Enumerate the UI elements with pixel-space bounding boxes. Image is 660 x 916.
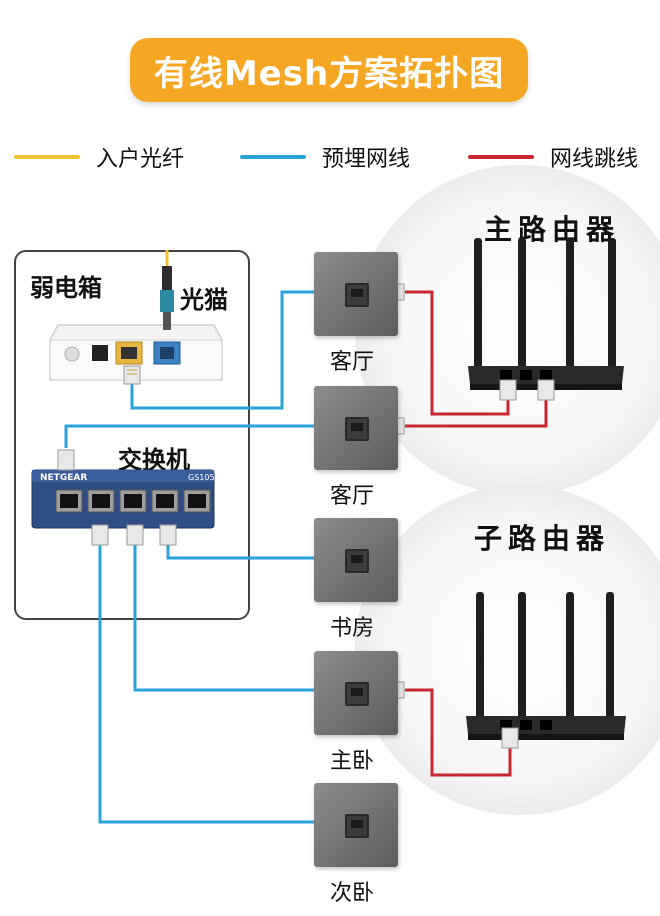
wall-panel-master-bedroom <box>314 651 398 735</box>
switch-brand-text: NETGEAR <box>40 473 87 483</box>
panel-label-study: 书房 <box>330 616 375 641</box>
patch-cables <box>405 290 548 777</box>
legend-patch-line <box>468 155 534 159</box>
legend-patch-label: 网线跳线 <box>550 147 639 172</box>
page-title: 有线Mesh方案拓扑图 <box>130 38 528 102</box>
cable-modem-livingroom1 <box>130 290 318 410</box>
panel-jack <box>345 283 369 307</box>
legend-patch: 网线跳线 <box>468 142 638 172</box>
main-router-device <box>468 238 624 390</box>
modem-device <box>49 324 223 381</box>
wall-panel-livingroom-2 <box>314 386 398 470</box>
wall-panel-study <box>314 518 398 602</box>
modem-label: 光猫 <box>180 286 228 314</box>
patch-sub-router <box>405 688 512 777</box>
weak-box-frame <box>14 250 250 620</box>
sub-router-plug <box>501 727 519 749</box>
switch-rj45-plugs <box>57 449 177 546</box>
panel-label-second-bedroom: 次卧 <box>330 881 375 906</box>
panel-jack <box>345 549 369 573</box>
legend-fiber-line <box>14 155 80 159</box>
panel-jack <box>345 417 369 441</box>
cable-switch-livingroom2 <box>64 424 318 448</box>
panel-jack <box>345 814 369 838</box>
legend-fiber-label: 入户光纤 <box>96 147 185 172</box>
modem-rj45-plug <box>123 365 141 385</box>
legend-cable-line <box>240 155 306 159</box>
wall-panel-livingroom-1 <box>314 252 398 336</box>
switch-model-text: GS105 <box>188 473 215 482</box>
panel-label-master-bedroom: 主卧 <box>330 749 375 774</box>
fiber-connector <box>160 266 174 330</box>
buried-cables <box>64 290 318 824</box>
panel-plugs <box>381 283 405 699</box>
cable-switch-second <box>98 545 318 824</box>
legend-cable-label: 预埋网线 <box>322 147 411 172</box>
panel-label-livingroom-1: 客厅 <box>330 350 375 375</box>
main-router-plugs <box>499 379 555 401</box>
panel-jack <box>345 682 369 706</box>
switch-label: 交换机 <box>118 446 190 474</box>
patch-main-router-2 <box>405 398 548 428</box>
switch-device: NETGEAR GS105 <box>31 469 215 529</box>
patch-main-router-1 <box>405 290 510 416</box>
cable-switch-study <box>166 545 318 560</box>
legend-fiber: 入户光纤 <box>14 142 184 172</box>
main-router-label: 主路由器 <box>484 213 621 246</box>
panel-label-livingroom-2: 客厅 <box>330 484 375 509</box>
cable-switch-master <box>133 545 318 692</box>
weak-box-label: 弱电箱 <box>30 274 102 302</box>
sub-router-device <box>466 592 626 740</box>
wall-panel-second-bedroom <box>314 783 398 867</box>
legend-cable: 预埋网线 <box>240 142 410 172</box>
sub-router-label: 子路由器 <box>474 522 611 555</box>
